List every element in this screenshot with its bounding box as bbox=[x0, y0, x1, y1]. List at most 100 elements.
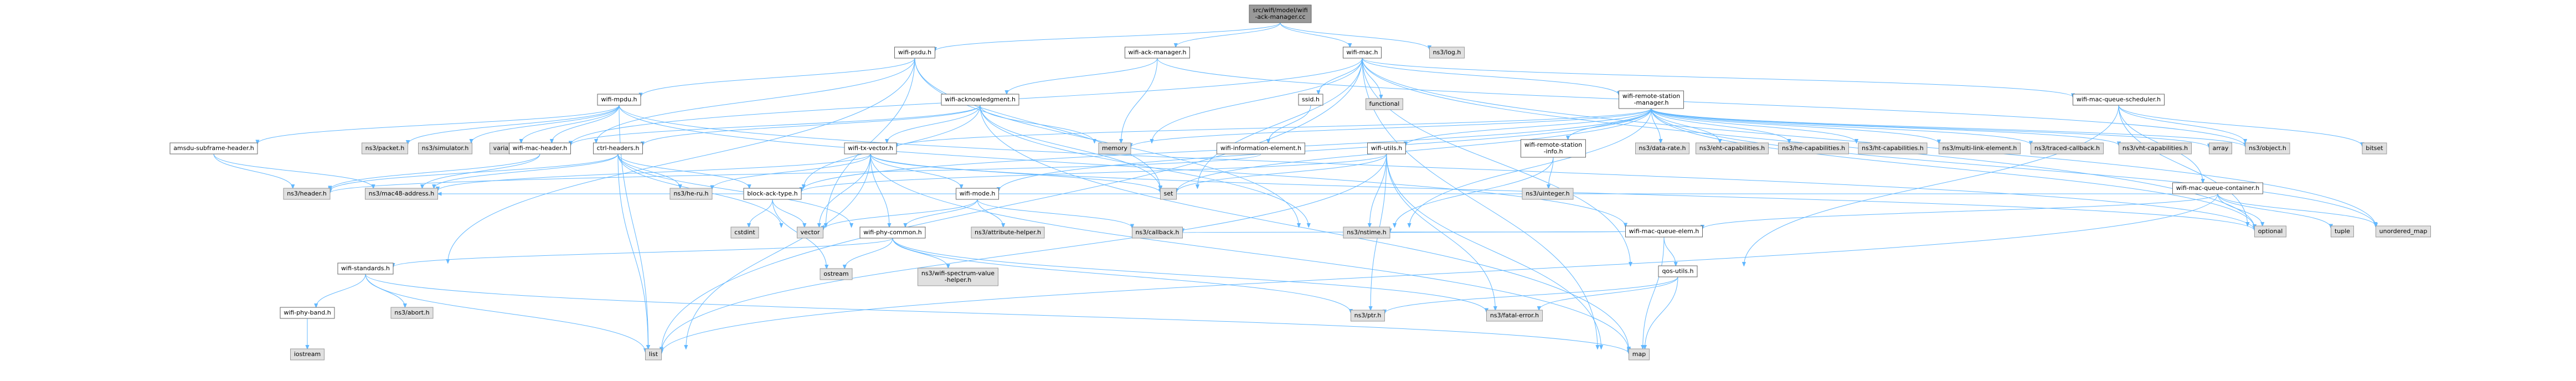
node-wifi-phy-band[interactable]: wifi-phy-band.h bbox=[280, 307, 335, 319]
edge-qos-utils-to-map bbox=[1645, 276, 1678, 349]
node-root[interactable]: src/wifi/model/wifi-ack-manager.cc bbox=[1249, 4, 1312, 23]
node-iostream: iostream bbox=[290, 348, 324, 361]
node-wifi-phy-common[interactable]: wifi-phy-common.h bbox=[859, 226, 926, 239]
node-wifi-mac-header[interactable]: wifi-mac-header.h bbox=[509, 142, 571, 155]
edge-wifi-mac-to-wifi-remote-station-manager bbox=[1362, 58, 1619, 95]
node-ns3-ht-capabilities: ns3/ht-capabilities.h bbox=[1858, 142, 1928, 155]
node-wifi-remote-station-manager[interactable]: wifi-remote-station-manager.h bbox=[1619, 90, 1684, 109]
edge-wifi-mac-to-qos-utils bbox=[1362, 58, 1631, 266]
node-wifi-mac-queue-elem[interactable]: wifi-mac-queue-elem.h bbox=[1625, 225, 1703, 238]
node-wifi-information-element[interactable]: wifi-information-element.h bbox=[1217, 142, 1305, 155]
edge-wifi-tx-vector-to-ns3-mac48-address bbox=[438, 153, 871, 190]
node-label: functional bbox=[1369, 100, 1400, 107]
node-box bbox=[2031, 142, 2104, 155]
edge-wifi-remote-station-manager-to-wifi-tx-vector bbox=[897, 108, 1652, 147]
edge-wifi-mpdu-to-amsdu-subframe-header bbox=[257, 105, 620, 144]
node-box bbox=[1132, 226, 1183, 239]
edge-root-to-wifi-psdu bbox=[935, 22, 1281, 51]
node-ssid[interactable]: ssid.h bbox=[1298, 94, 1323, 106]
edge-wifi-mac-queue-container-to-wifi-mac-queue-elem bbox=[1703, 193, 2218, 229]
edge-wifi-remote-station-manager-to-memory bbox=[1131, 108, 1652, 147]
node-label: ns3/traced-callback.h bbox=[2034, 145, 2100, 152]
node-box bbox=[362, 142, 408, 155]
edge-wifi-remote-station-manager-to-unordered_map bbox=[1651, 108, 2376, 227]
node-box bbox=[283, 188, 331, 200]
node-label: wifi-mpdu.h bbox=[601, 96, 637, 103]
node-ostream: ostream bbox=[820, 268, 853, 280]
edge-wifi-tx-vector-to-set bbox=[870, 153, 1161, 193]
node-box bbox=[1125, 47, 1190, 59]
node-wifi-standards[interactable]: wifi-standards.h bbox=[337, 262, 394, 275]
edge-wifi-mac-queue-container-to-list bbox=[662, 193, 2218, 354]
edge-wifi-mpdu-to-ns3-simulator bbox=[471, 105, 620, 143]
node-wifi-ack-manager[interactable]: wifi-ack-manager.h bbox=[1125, 47, 1190, 59]
node-label: -manager.h bbox=[1634, 99, 1669, 106]
node-box bbox=[2362, 142, 2387, 155]
edge-wifi-mpdu-to-wifi-mac-queue-elem bbox=[619, 105, 1626, 227]
edge-block-ack-type-to-vector bbox=[772, 199, 805, 227]
edge-amsdu-subframe-header-to-ns3-header bbox=[213, 153, 293, 188]
node-label: ns3/fatal-error.h bbox=[1490, 312, 1539, 319]
node-label: ns3/attribute-helper.h bbox=[975, 229, 1041, 236]
node-box bbox=[509, 142, 571, 155]
node-box bbox=[1635, 142, 1689, 155]
edge-wifi-mac-to-functional bbox=[1362, 58, 1381, 99]
node-wifi-mac-queue-container[interactable]: wifi-mac-queue-container.h bbox=[2172, 182, 2263, 194]
edge-wifi-remote-station-manager-to-ns3-ht-capabilities bbox=[1651, 108, 1857, 143]
node-label: wifi-phy-band.h bbox=[284, 309, 331, 316]
node-wifi-psdu[interactable]: wifi-psdu.h bbox=[894, 47, 935, 59]
edge-root-to-ns3-log bbox=[1280, 22, 1430, 49]
node-label: qos-utils.h bbox=[1662, 267, 1693, 275]
edge-wifi-tx-vector-to-list bbox=[686, 153, 871, 349]
node-box bbox=[1521, 139, 1586, 158]
edge-wifi-remote-station-manager-to-ns3-data-rate bbox=[1651, 108, 1661, 143]
node-map: map bbox=[1629, 348, 1650, 361]
node-label: ns3/ptr.h bbox=[1354, 312, 1382, 319]
node-label: -ack-manager.cc bbox=[1255, 13, 1305, 20]
node-label: wifi-ack-manager.h bbox=[1129, 49, 1187, 56]
node-amsdu-subframe-header[interactable]: amsdu-subframe-header.h bbox=[169, 142, 258, 155]
node-ns3-he-capabilities: ns3/he-capabilities.h bbox=[1778, 142, 1849, 155]
node-unordered_map: unordered_map bbox=[2376, 225, 2431, 238]
node-wifi-remote-station-info[interactable]: wifi-remote-station-info.h bbox=[1521, 139, 1586, 158]
node-box bbox=[918, 267, 998, 286]
node-box bbox=[2376, 225, 2431, 238]
node-label: -info.h bbox=[1544, 148, 1563, 155]
edge-wifi-acknowledgment-to-wifi-tx-vector bbox=[887, 105, 981, 143]
node-label: ns3/object.h bbox=[2249, 145, 2286, 152]
node-wifi-mac-queue-scheduler[interactable]: wifi-mac-queue-scheduler.h bbox=[2073, 94, 2165, 106]
edge-wifi-utils-to-block-ack-type bbox=[801, 153, 1387, 192]
node-label: ns3/multi-link-element.h bbox=[1943, 145, 2017, 152]
edge-wifi-mac-to-ssid bbox=[1318, 58, 1363, 94]
node-box bbox=[1658, 265, 1698, 277]
edge-wifi-standards-to-wifi-phy-band bbox=[316, 274, 366, 307]
edge-wifi-mac-queue-elem-to-ns3-nstime bbox=[1390, 231, 1626, 233]
node-label: ns3/uinteger.h bbox=[1526, 190, 1569, 197]
node-ns3-simulator: ns3/simulator.h bbox=[418, 142, 472, 155]
node-wifi-utils[interactable]: wifi-utils.h bbox=[1367, 142, 1406, 155]
node-ns3-fatal-error: ns3/fatal-error.h bbox=[1486, 310, 1543, 322]
node-wifi-acknowledgment[interactable]: wifi-acknowledgment.h bbox=[941, 94, 1019, 106]
node-ctrl-headers[interactable]: ctrl-headers.h bbox=[593, 142, 643, 155]
node-box bbox=[1351, 310, 1385, 322]
node-wifi-tx-vector[interactable]: wifi-tx-vector.h bbox=[844, 142, 897, 155]
edge-wifi-tx-vector-to-ns3-he-ru bbox=[712, 153, 871, 189]
node-box bbox=[1778, 142, 1849, 155]
node-wifi-mac[interactable]: wifi-mac.h bbox=[1343, 47, 1382, 59]
node-label: ssid.h bbox=[1302, 96, 1320, 103]
edge-wifi-utils-to-ns3-nstime bbox=[1369, 153, 1387, 227]
edge-wifi-mac-header-to-ns3-header bbox=[330, 153, 540, 190]
edge-wifi-ack-manager-to-wifi-acknowledgment bbox=[1007, 58, 1158, 94]
node-qos-utils[interactable]: qos-utils.h bbox=[1658, 265, 1698, 277]
node-box bbox=[2209, 142, 2232, 155]
node-layer: src/wifi/model/wifi-ack-manager.cc wifi-p… bbox=[169, 4, 2431, 361]
node-block-ack-type[interactable]: block-ack-type.h bbox=[743, 188, 802, 200]
node-wifi-mpdu[interactable]: wifi-mpdu.h bbox=[597, 94, 641, 106]
node-label: ostream bbox=[823, 270, 848, 277]
node-wifi-mode[interactable]: wifi-mode.h bbox=[956, 188, 999, 200]
edge-ctrl-headers-to-ns3-header bbox=[330, 153, 619, 191]
edge-wifi-phy-common-to-ostream bbox=[844, 238, 893, 269]
node-label: wifi-acknowledgment.h bbox=[945, 96, 1016, 103]
edge-layer bbox=[213, 22, 2376, 354]
node-ns3-wifi-spectrum-value-helper: ns3/wifi-spectrum-value-helper.h bbox=[918, 267, 998, 286]
